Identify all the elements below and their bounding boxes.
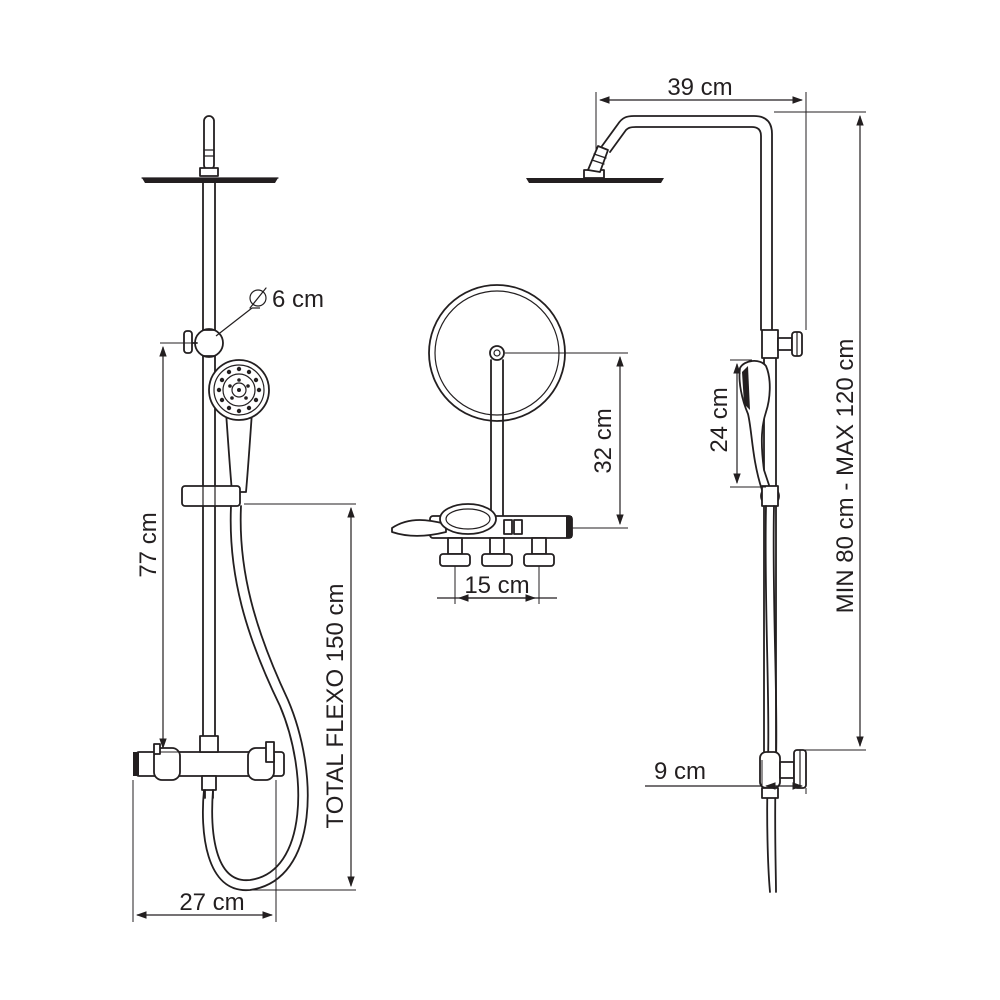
thermostatic-mixer-front bbox=[133, 735, 285, 799]
handshower-length-label: 24 cm bbox=[706, 387, 733, 452]
adjustable-height-label: MIN 80 cm - MAX 120 cm bbox=[832, 339, 859, 614]
slide-holder-front bbox=[181, 485, 241, 507]
hand-shower-side bbox=[738, 360, 771, 491]
diameter-symbol bbox=[249, 287, 267, 309]
hose-front bbox=[202, 505, 309, 891]
arm-reach-label: 39 cm bbox=[667, 74, 732, 101]
side-view: 39 cm MIN 80 cm - MAX 120 cm 24 cm 9 cm bbox=[526, 74, 866, 893]
width-mixer-label: 27 cm bbox=[179, 889, 244, 916]
thermostatic-mixer-side bbox=[759, 749, 807, 799]
rain-head-side bbox=[526, 145, 664, 183]
front-view: 6 cm bbox=[132, 115, 356, 922]
rain-head-front bbox=[141, 177, 279, 183]
top-view: 32 cm 15 cm bbox=[391, 284, 628, 604]
thermostatic-mixer-top bbox=[391, 503, 573, 567]
diameter-label: 6 cm bbox=[272, 286, 324, 313]
height-slide-label: 77 cm bbox=[135, 512, 162, 577]
hose-length-label: TOTAL FLEXO 150 cm bbox=[322, 584, 349, 829]
handle-height-label: 32 cm bbox=[590, 408, 617, 473]
mixer-spacing-label: 15 cm bbox=[464, 572, 529, 599]
hand-shower-front bbox=[208, 359, 270, 493]
wall-offset-label: 9 cm bbox=[654, 758, 706, 785]
